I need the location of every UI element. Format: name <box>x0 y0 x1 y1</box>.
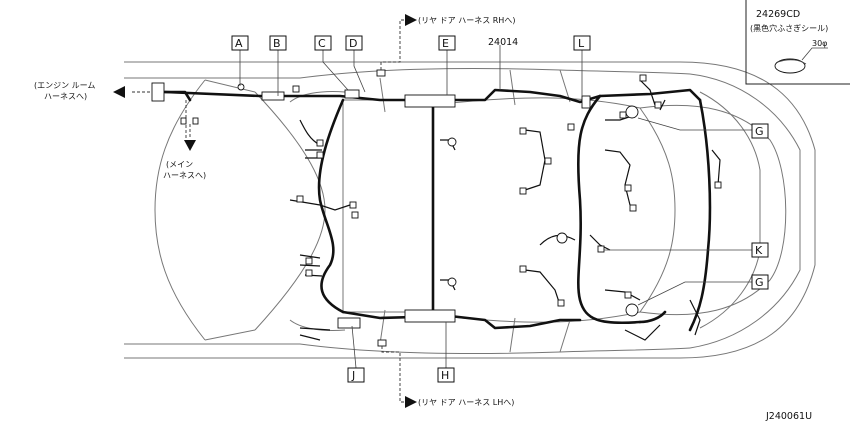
label-G-upper: G <box>751 123 769 139</box>
label-H: H <box>437 367 455 383</box>
main-harness-callout-line2: ハーネスへ) <box>163 171 206 180</box>
seal-dimension: 30φ <box>812 39 827 48</box>
engine-room-exit <box>113 82 199 151</box>
svg-text:C: C <box>318 37 326 50</box>
seal-inset <box>745 0 850 85</box>
engine-room-callout-line1: (エンジン ルーム <box>34 81 95 90</box>
svg-text:G: G <box>755 276 764 289</box>
engine-room-callout-line2: ハーネスへ) <box>44 92 87 101</box>
svg-text:D: D <box>349 37 357 50</box>
label-G-lower: G <box>751 274 769 290</box>
branch-wires <box>237 69 722 347</box>
label-B: B <box>269 35 287 51</box>
svg-text:A: A <box>235 37 243 50</box>
svg-text:G: G <box>755 125 764 138</box>
label-D: D <box>345 35 363 51</box>
main-harness-routing <box>163 88 712 332</box>
car-body-outline <box>124 61 816 359</box>
label-J: J <box>347 367 365 383</box>
svg-text:E: E <box>442 37 449 50</box>
label-L: L <box>573 35 591 51</box>
svg-text:H: H <box>441 369 449 382</box>
seal-part-number: 24269CD <box>756 9 800 20</box>
svg-text:J: J <box>351 369 355 382</box>
rear-door-lh-callout: (リヤ ドア ハーネス LHへ) <box>418 398 514 407</box>
diagram-code: J240061U <box>765 411 812 422</box>
rear-door-rh-callout: (リヤ ドア ハーネス RHへ) <box>418 16 515 25</box>
rear-door-rh-link <box>380 14 417 70</box>
part-number-24014: 24014 <box>488 37 518 48</box>
svg-text:L: L <box>578 37 585 50</box>
rear-door-lh-link <box>381 346 417 408</box>
label-E: E <box>438 35 456 51</box>
label-leaders <box>239 45 752 369</box>
label-K: K <box>751 242 769 258</box>
svg-text:K: K <box>755 244 763 257</box>
seal-icon <box>774 58 806 74</box>
main-harness-callout-line1: (メイン <box>166 160 193 169</box>
seal-description: (黒色穴ふさぎシール) <box>750 23 828 33</box>
svg-text:B: B <box>273 37 281 50</box>
label-A: A <box>231 35 249 51</box>
label-C: C <box>314 35 332 51</box>
